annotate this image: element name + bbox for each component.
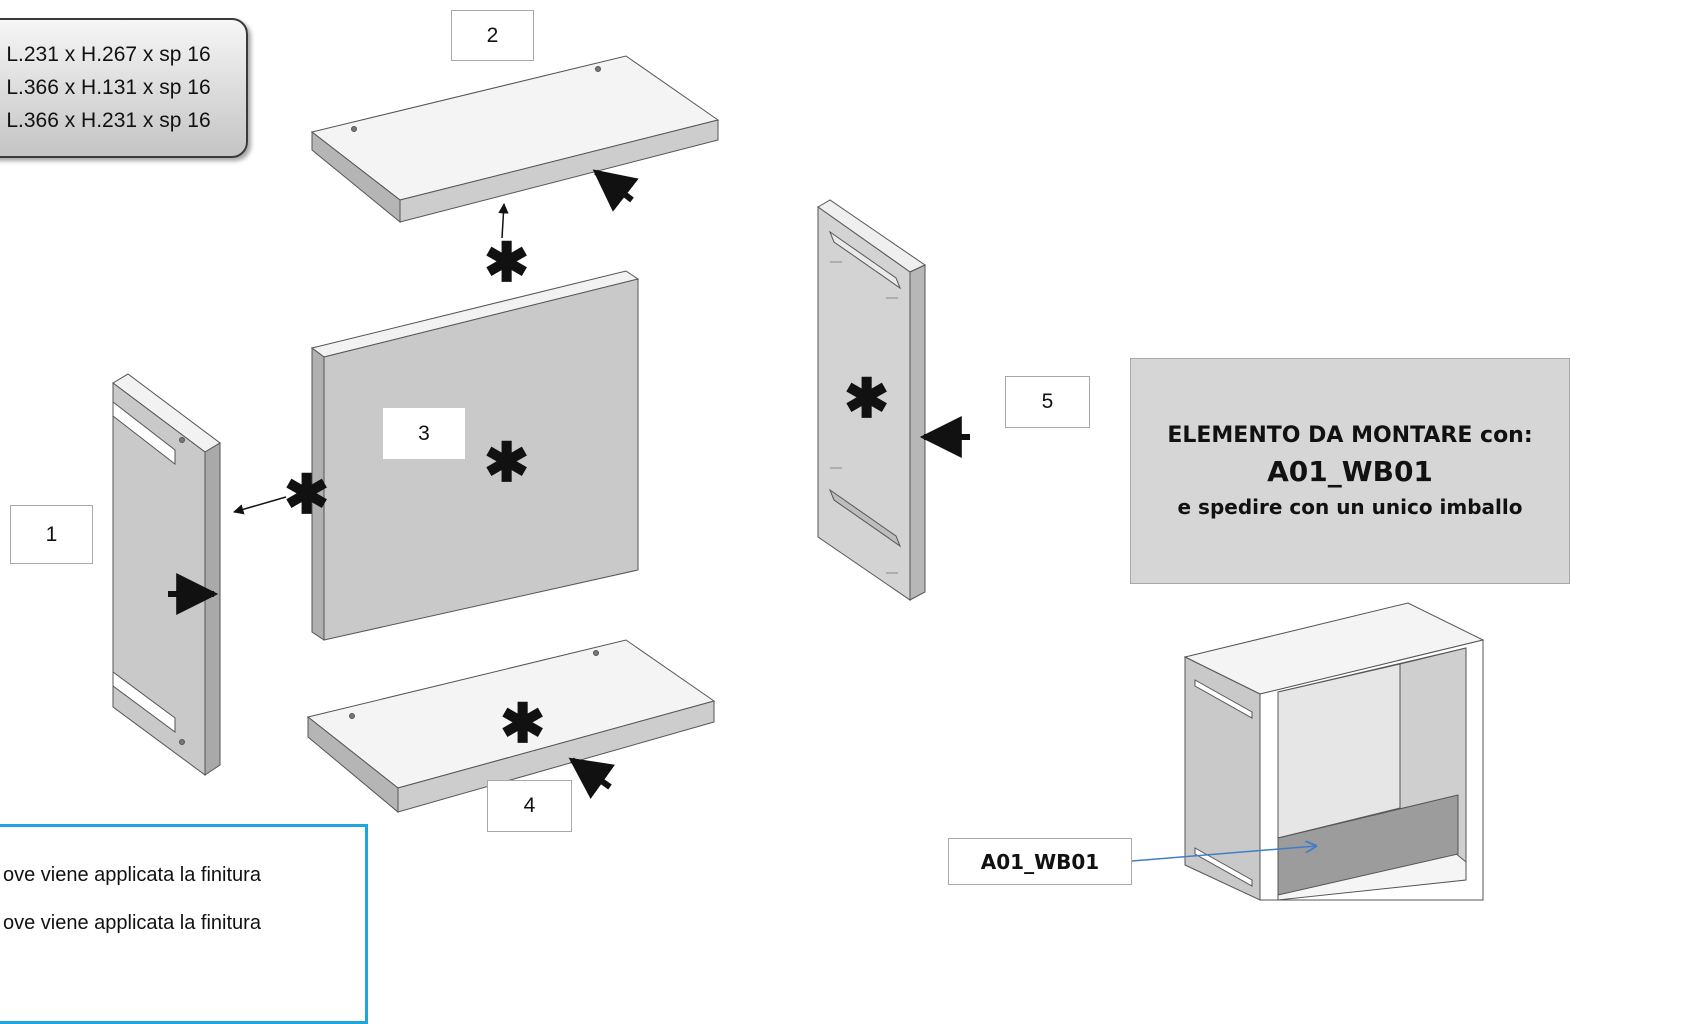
leader-arrows [232,202,509,515]
assembly-drawing [112,55,1485,901]
panel-1-left-side [112,373,221,776]
direction-arrows [168,169,970,800]
asterisk-panel-5: ✱ [844,369,890,429]
callout-4: 4 [487,780,572,832]
callout-1: 1 [10,505,93,564]
info-line-2: A01_WB01 [1267,455,1433,488]
panel-4-bottom-shelf [306,639,716,814]
dimension-line-1: x L.231 x H.267 x sp 16 [0,43,211,66]
assembly-info-box: ELEMENTO DA MONTARE con: A01_WB01 e sped… [1130,358,1570,584]
asterisk-panel-2: ✱ [484,233,530,293]
legend-line-1: ove viene applicata la finitura [3,864,261,886]
code-leader-line [1131,846,1316,862]
panel-5-right-side [817,199,927,601]
dimensions-box: x L.231 x H.267 x sp 16 x L.366 x H.131 … [0,18,248,158]
assembled-unit [1183,602,1485,901]
code-label: A01_WB01 [948,838,1132,885]
panel-3-back [310,270,640,641]
asterisk-panel-3: ✱ [484,433,530,493]
info-line-1: ELEMENTO DA MONTARE con: [1167,423,1533,448]
asterisk-panel-1: ✱ [284,465,330,525]
dimension-line-2: x L.366 x H.131 x sp 16 [0,76,211,99]
legend-box: ove viene applicata la finitura ove vien… [0,824,368,1024]
panel-2-top-shelf [310,55,720,224]
info-line-3: e spedire con un unico imballo [1177,495,1523,519]
callout-3: 3 [383,408,465,459]
callout-2: 2 [451,10,534,61]
legend-line-2: ove viene applicata la finitura [3,912,261,934]
callout-5: 5 [1005,376,1090,428]
dimension-line-3: x L.366 x H.231 x sp 16 [0,109,211,132]
asterisk-panel-4: ✱ [500,694,546,754]
